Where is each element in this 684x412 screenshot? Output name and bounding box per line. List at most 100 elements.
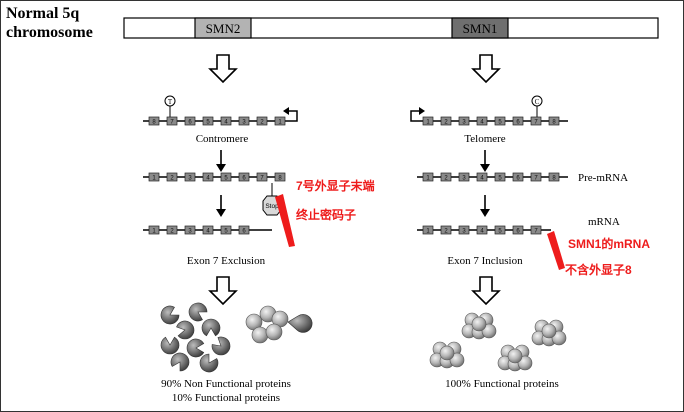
- left-arrowhead-2: [216, 209, 226, 217]
- right-premrna-exon-box: [548, 172, 560, 182]
- right-mrna-exon-number: 2: [444, 229, 448, 235]
- annotation-no-exon8: 不含外显子8: [565, 262, 632, 277]
- left-gene-exon-number: 4: [224, 120, 228, 126]
- left-caption-line2: 10% Functional proteins: [172, 392, 280, 404]
- stop-label: Stop: [265, 203, 279, 210]
- left-orientation-label: Contromere: [196, 133, 249, 145]
- nonfunctional-protein: [160, 336, 180, 355]
- red-pointer-left: [275, 194, 295, 247]
- t-marker-circle: [164, 95, 176, 107]
- right-premrna-exon-box: [458, 172, 470, 182]
- right-gene-exon-number: 7: [534, 120, 538, 126]
- left-mrna-exon-box: [166, 225, 178, 235]
- functional-protein-sphere: [439, 345, 455, 361]
- left-premrna-exon-number: 5: [224, 176, 228, 182]
- outline-arrow-left-top: [208, 54, 238, 84]
- annotation-stop-codon: 终止密码子: [296, 207, 356, 222]
- right-caption: 100% Functional proteins: [445, 378, 559, 390]
- right-gene-exon-box: [458, 116, 470, 126]
- right-premrna-exon-box: [512, 172, 524, 182]
- left-premrna-exon-box: [256, 172, 268, 182]
- left-premrna-exon-box: [184, 172, 196, 182]
- left-premrna-exon-box: [274, 172, 286, 182]
- t-marker-text: T: [168, 98, 173, 106]
- left-premrna-exon-number: 3: [188, 176, 192, 182]
- nonfunctional-protein: [160, 305, 180, 325]
- right-premrna-exon-box: [476, 172, 488, 182]
- left-premrna-exon-number: 6: [242, 176, 246, 182]
- left-premrna-exon-box: [220, 172, 232, 182]
- right-gene-exon-box: [476, 116, 488, 126]
- left-mrna-exon-number: 3: [188, 229, 192, 235]
- left-mrna-exon-number: 2: [170, 229, 174, 235]
- right-gene-exon-box: [422, 116, 434, 126]
- right-mrna-exon-box: [512, 225, 524, 235]
- left-mrna-exon-box: [220, 225, 232, 235]
- nonfunctional-protein: [170, 352, 190, 372]
- right-promoter-arrowhead: [419, 107, 425, 115]
- left-mrna-exon-number: 5: [224, 229, 228, 235]
- chromosome-label-line1: Normal 5q: [6, 5, 79, 22]
- right-gene-exon-number: 4: [480, 120, 484, 126]
- right-promoter-arrow: [410, 110, 420, 122]
- functional-protein-sphere: [517, 355, 533, 371]
- right-gene-exon-number: 8: [552, 120, 556, 126]
- c-marker-text: C: [535, 98, 540, 106]
- smn2-label: SMN2: [206, 21, 241, 36]
- right-gene-exon-number: 5: [498, 120, 502, 126]
- right-premrna-exon-box: [422, 172, 434, 182]
- right-gene-exon-box: [530, 116, 542, 126]
- exon7-inclusion-label: Exon 7 Inclusion: [447, 255, 523, 267]
- smn2-region: [194, 17, 252, 39]
- right-gene-exon-box: [548, 116, 560, 126]
- right-gene-exon-number: 3: [462, 120, 466, 126]
- left-premrna-exon-box: [202, 172, 214, 182]
- left-gene-exon-box: [238, 116, 250, 126]
- left-gene-exon-number: 5: [206, 120, 210, 126]
- right-premrna-exon-box: [440, 172, 452, 182]
- right-mrna-exon-box: [476, 225, 488, 235]
- left-premrna-exon-number: 4: [206, 176, 210, 182]
- left-premrna-exon-number: 7: [260, 176, 264, 182]
- premrna-label: Pre-mRNA: [578, 172, 628, 184]
- left-gene-exon-number: 7: [170, 120, 174, 126]
- functional-protein-cluster-left: [245, 305, 313, 344]
- right-premrna-exon-number: 1: [426, 176, 430, 182]
- nonfunctional-protein: [176, 320, 195, 340]
- right-mrna-exon-number: 5: [498, 229, 502, 235]
- left-gene-exon-box: [202, 116, 214, 126]
- right-mrna-exon-box: [530, 225, 542, 235]
- left-mrna-exon-box: [202, 225, 214, 235]
- nonfunctional-protein: [199, 353, 219, 373]
- left-promoter-arrow: [287, 110, 298, 122]
- right-mrna-exon-box: [422, 225, 434, 235]
- right-gene-exon-box: [440, 116, 452, 126]
- right-premrna-exon-number: 7: [534, 176, 538, 182]
- nonfunctional-proteins: [160, 302, 231, 373]
- right-gene-exon-box: [512, 116, 524, 126]
- c-marker-circle: [531, 95, 543, 107]
- left-gene-exon-box: [256, 116, 268, 126]
- functional-protein-sphere: [481, 323, 497, 339]
- left-gene-exon-number: 3: [242, 120, 246, 126]
- annotation-smn1-mrna: SMN1的mRNA: [568, 236, 650, 251]
- right-mrna-exon-number: 6: [516, 229, 520, 235]
- left-gene-exon-box: [220, 116, 232, 126]
- left-gene-exon-box: [274, 116, 286, 126]
- right-arrowhead-1: [480, 164, 490, 172]
- chromosome-bar: [123, 17, 659, 39]
- right-premrna-exon-box: [530, 172, 542, 182]
- left-gene-exon-number: 8: [152, 120, 156, 126]
- functional-protein-sphere: [449, 352, 465, 368]
- left-gene-exon-number: 1: [278, 120, 282, 126]
- left-gene-exon-box: [184, 116, 196, 126]
- right-gene-exon-number: 1: [426, 120, 430, 126]
- right-mrna-exon-number: 7: [534, 229, 538, 235]
- functional-protein-sphere: [471, 316, 487, 332]
- right-mrna-exon-number: 1: [426, 229, 430, 235]
- functional-protein-clusters-right: [429, 312, 567, 372]
